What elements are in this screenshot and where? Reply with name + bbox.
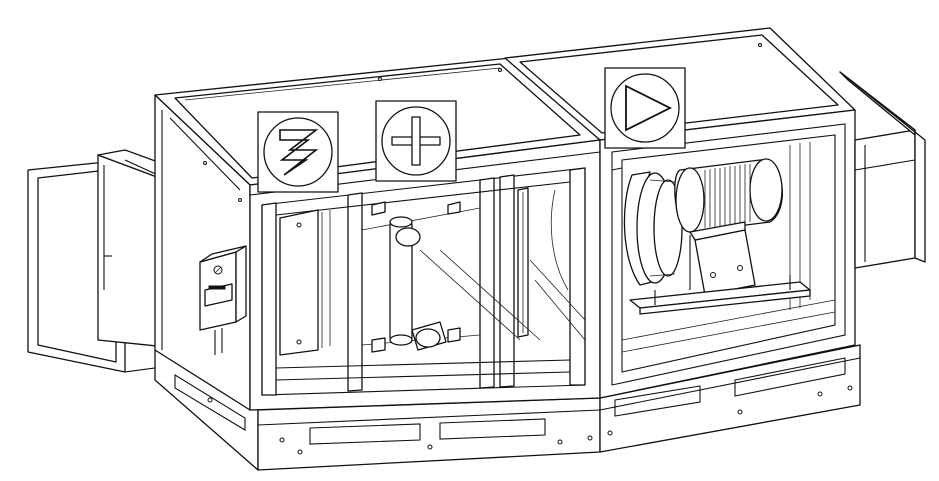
fan-wheel	[550, 171, 683, 291]
heat-recovery-icon	[257, 111, 339, 193]
filter-panel	[279, 209, 319, 356]
base-frame	[154, 344, 861, 471]
coil-icon	[375, 100, 457, 182]
fan-icon	[604, 67, 686, 149]
coil-pipes	[371, 201, 461, 353]
motor	[674, 158, 783, 296]
motor-fins	[704, 164, 751, 228]
outlet-duct	[839, 71, 926, 269]
electrical-box	[199, 245, 247, 355]
